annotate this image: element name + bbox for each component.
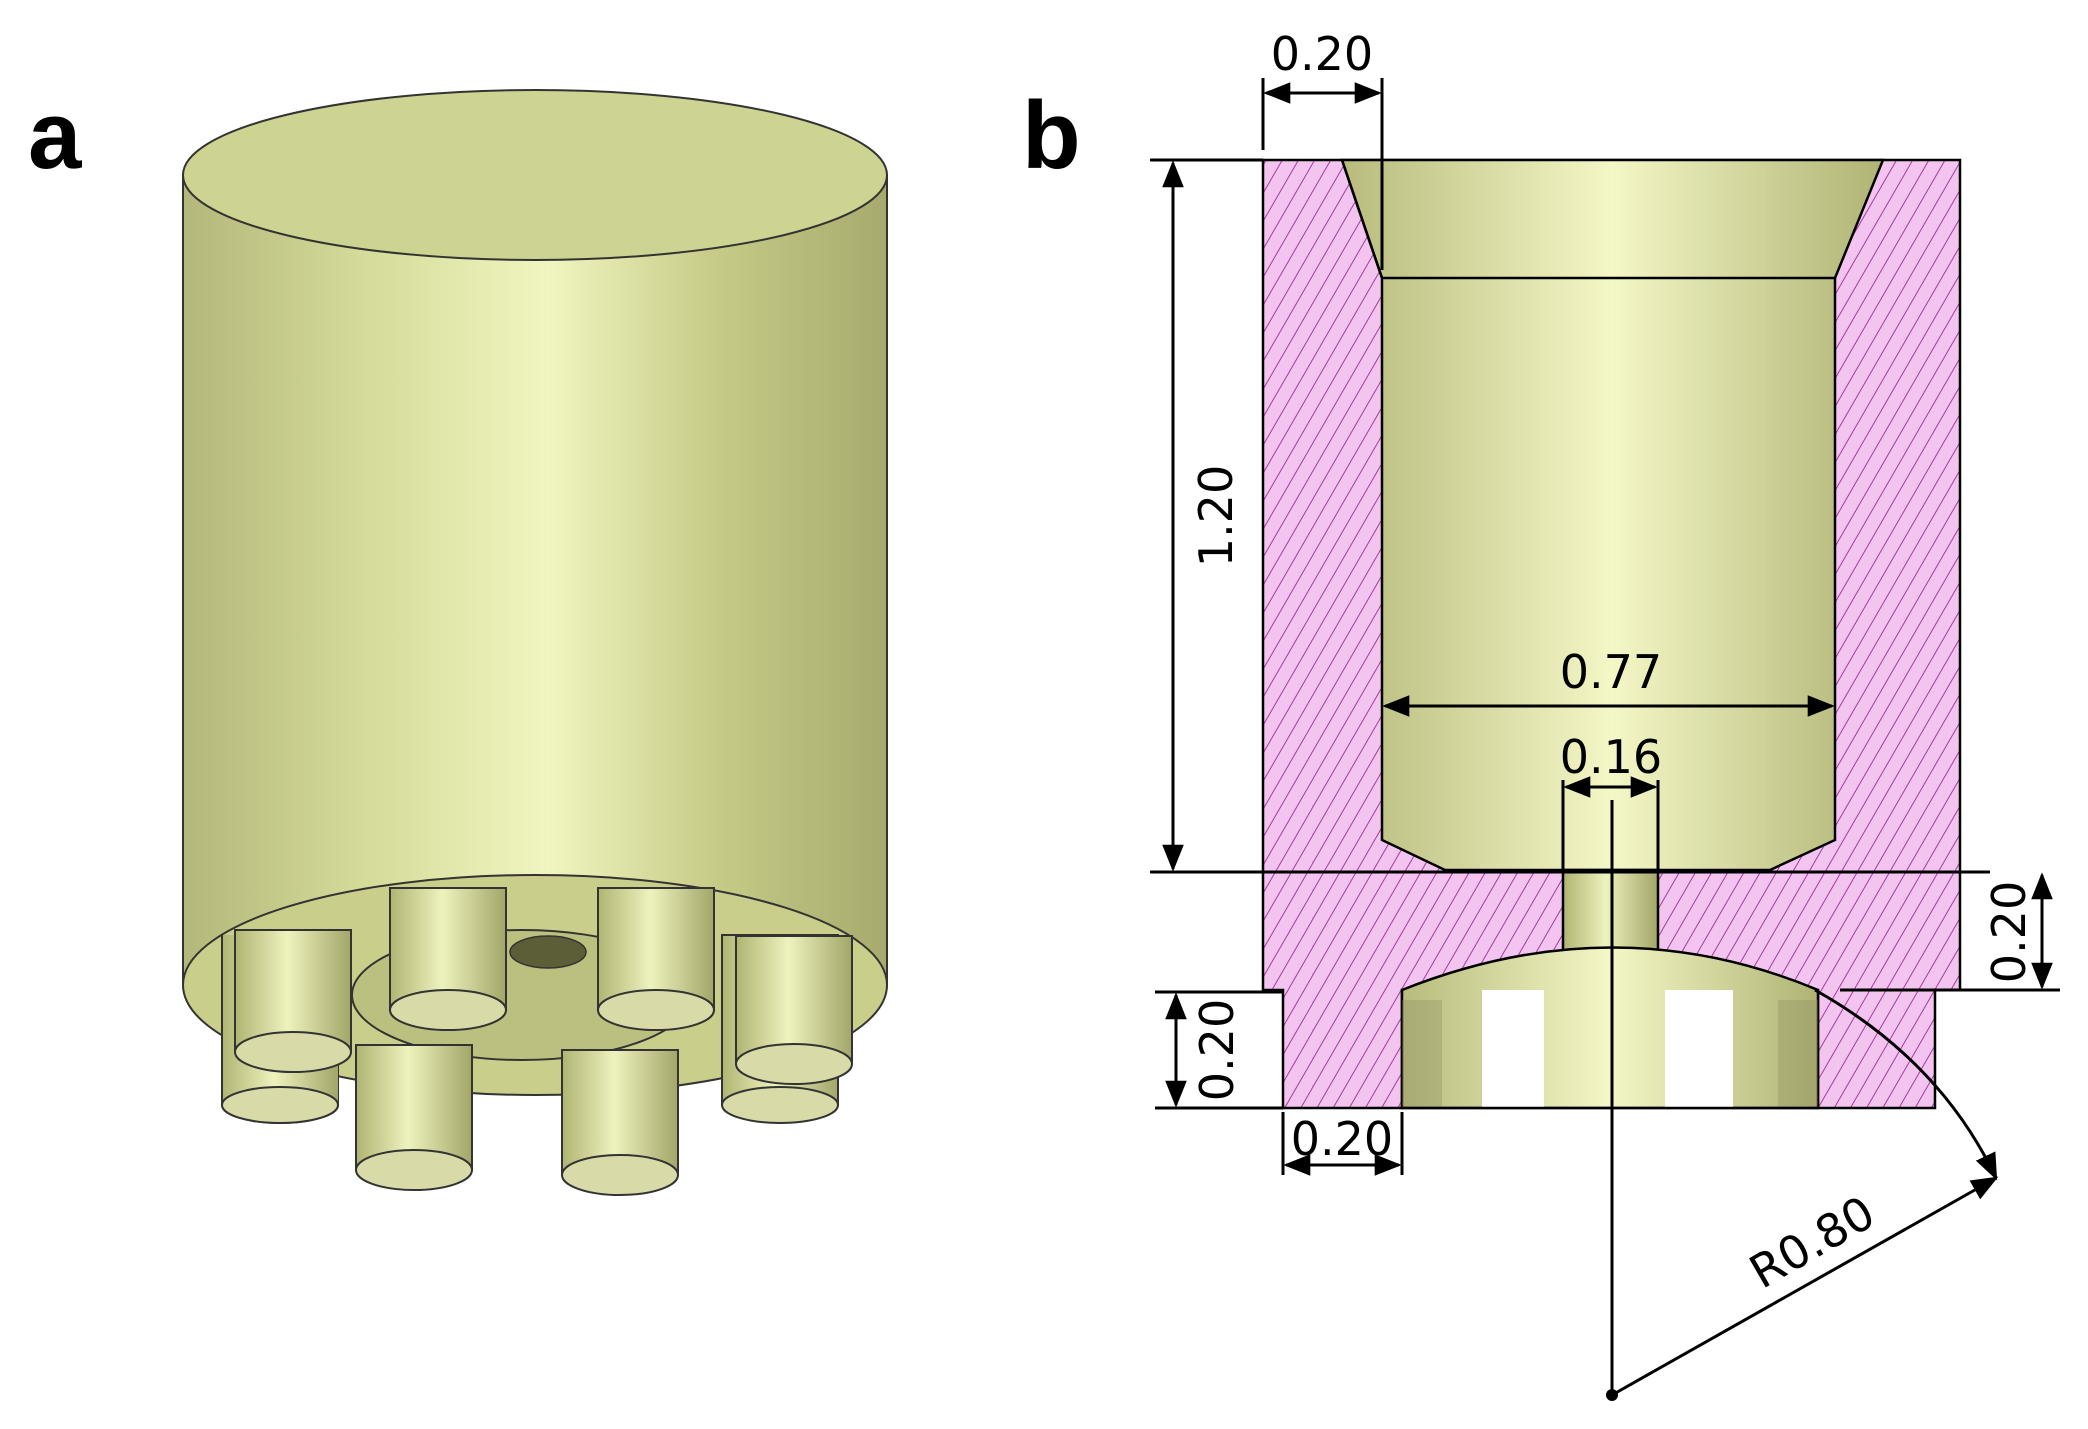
pin — [561, 1049, 679, 1196]
dim-pin-spacing: 0.20 — [1291, 1112, 1393, 1166]
dim-disk-thickness: 0.20 — [1982, 881, 2036, 983]
pin — [735, 935, 853, 1085]
dim-pin-height: 0.20 — [1190, 999, 1244, 1101]
dim-top-wall: 0.20 — [1271, 27, 1373, 81]
dim-inner-diameter: 0.77 — [1560, 645, 1662, 699]
dim-height: 1.20 — [1189, 465, 1243, 567]
pin — [234, 929, 352, 1073]
panel-label-b: b — [1022, 82, 1081, 189]
center-hole — [509, 935, 587, 969]
panel-label-a: a — [28, 82, 82, 189]
upper-cavity — [1340, 158, 1885, 872]
dimension-lines — [1150, 78, 2060, 1397]
cylinder-render — [182, 89, 888, 1196]
pin — [389, 887, 507, 1031]
pin — [355, 1044, 473, 1191]
dome-cavity — [1400, 946, 1820, 1110]
dim-channel: 0.16 — [1560, 730, 1662, 784]
cylinder-top-face — [182, 89, 888, 261]
pin — [597, 887, 715, 1031]
cross-section — [1150, 158, 1990, 1110]
radius-center-point — [1606, 1389, 1618, 1401]
